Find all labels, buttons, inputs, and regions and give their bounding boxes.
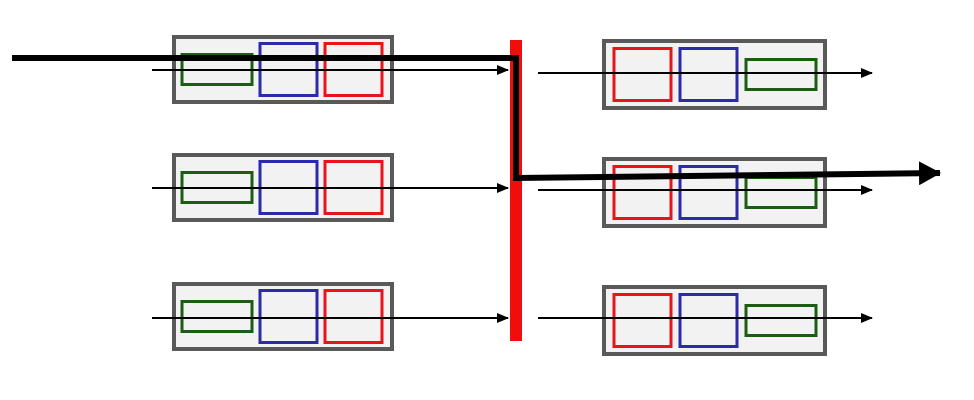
red-packet-cell [323,289,384,344]
blue-packet-cell [678,165,739,220]
red-packet-cell [612,165,673,220]
output-port-3 [538,285,873,356]
red-packet-cell [612,47,673,102]
output-port-1 [538,39,873,110]
red-packet-cell [612,293,673,348]
output-ports [538,39,873,356]
input-buffer-box [172,282,394,351]
output-buffer-box [602,285,827,356]
green-packet-cell [180,300,254,333]
blue-packet-cell [678,47,739,102]
input-port-2 [152,153,509,222]
blue-packet-cell [258,289,319,344]
input-port-1 [152,35,509,104]
green-packet-cell [744,304,818,337]
green-packet-cell [744,58,818,91]
input-port-3 [152,282,509,351]
output-buffer-box [602,157,827,228]
packet-path-line [12,55,941,186]
blue-packet-cell [678,293,739,348]
output-port-2 [538,157,873,228]
input-ports [152,35,509,351]
output-buffer-box [602,39,827,110]
